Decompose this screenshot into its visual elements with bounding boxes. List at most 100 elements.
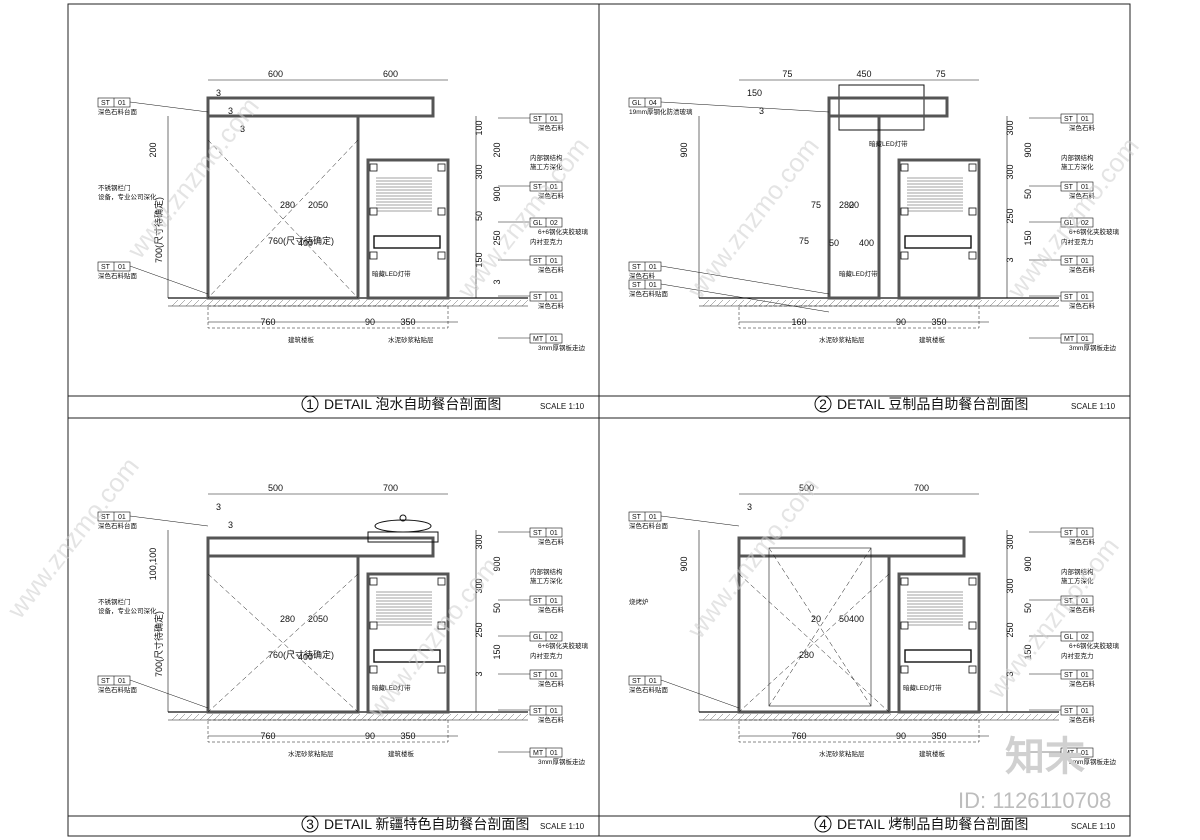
bottom-dimension-label: 350 [931,731,946,741]
top-dimension-label: 500 [268,483,283,493]
material-tag-number: 01 [550,598,558,605]
top-dimension-label: 600 [383,69,398,79]
floor-hatch [255,713,263,721]
floor-hatch [416,713,424,721]
floor-hatch [262,713,270,721]
floor-hatch [954,713,962,721]
bottom-dimension-label: 350 [400,731,415,741]
leader-line [660,679,740,709]
floor-hatch [297,713,305,721]
material-tag-number: 01 [649,282,657,289]
detail-number: 3 [306,816,314,832]
left-annotation: 设备，专业公司深化 [98,606,157,615]
steel-tube-section [900,251,909,260]
detail-number-circle [301,815,319,833]
right-dimension-label: 150 [1023,230,1033,245]
floor-hatch [996,713,1004,721]
floor-hatch [416,299,424,307]
floor-hatch [828,713,836,721]
right-dimension-label: 3 [474,671,484,676]
floor-hatch [716,299,724,307]
material-tag-note: 19mm厚钢化防渍玻璃 [629,107,693,116]
material-tag-note: 深色石料 [538,537,565,546]
brand-logo-text: 知末 [1005,734,1085,780]
floor-hatch [1038,713,1046,721]
floor-hatch [919,713,927,721]
floor-hatch [521,299,529,307]
material-tag-note: 3mm厚钢板走边 [538,757,585,766]
floor-hatch [737,713,745,721]
floor-hatch [751,713,759,721]
floor-hatch [856,299,864,307]
center-dimension-label: 20 [811,614,821,624]
floor-hatch [388,299,396,307]
floor-hatch [220,299,228,307]
floor-hatch [360,299,368,307]
material-tag-code: GL [533,634,542,641]
inner-annotation: 暗藏LED灯带 [372,683,411,692]
detail-number: 4 [819,816,827,832]
bottom-annotation: 建筑楼板 [919,749,946,758]
food-pan [373,235,441,249]
floor-hatch [227,299,235,307]
floor-hatch [458,299,466,307]
floor-hatch [234,299,242,307]
material-tag-code: ST [533,598,543,605]
counter-top [737,536,966,558]
center-dimension-label: 50 [839,614,849,624]
counter-top [206,96,435,118]
detail-scale: SCALE 1:10 [540,402,585,411]
detail-title: DETAIL 烤制品自助餐台剖面图 [837,816,1028,832]
floor-hatch [1052,713,1060,721]
floor-hatch [346,713,354,721]
center-dimension-label: 75 [811,200,821,210]
cabinet-cross-line [738,573,890,713]
steel-tube-section [437,577,446,586]
detail-title: DETAIL 豆制品自助餐台剖面图 [837,396,1028,412]
material-tag-number: 01 [550,336,558,343]
right-annotation: 内衬亚克力 [1061,651,1094,660]
right-annotation: 内衬亚克力 [1061,237,1094,246]
display-unit [897,158,981,300]
floor-hatch [856,713,864,721]
material-tag-note: 深色石料 [538,605,565,614]
floor-hatch [1038,299,1046,307]
material-tag-note: 6+6钢化夹胶玻璃 [1069,227,1120,236]
material-tag-note: 6+6钢化夹胶玻璃 [1069,641,1120,650]
right-dimension-label: 900 [1023,142,1033,157]
floor-hatch [989,299,997,307]
right-dimension-label: 50 [1023,603,1033,613]
oven-cross-line [768,547,872,707]
floor-hatch [269,713,277,721]
material-tag-code: ST [101,514,111,521]
floor-hatch [171,299,179,307]
floor-hatch [388,713,396,721]
floor-hatch [758,713,766,721]
floor-hatch [814,299,822,307]
material-tag-number: 01 [1081,672,1089,679]
floor-hatch [185,299,193,307]
material-tag-code: ST [533,184,543,191]
floor-hatch [954,299,962,307]
floor-hatch [933,299,941,307]
material-tag-number: 01 [118,100,126,107]
material-tag-code: GL [1064,220,1073,227]
floor-hatch [1052,299,1060,307]
floor-slab [207,305,449,329]
floor-hatch [807,713,815,721]
material-tag-note: 3mm厚钢板走边 [1069,757,1116,766]
material-tag-note: 3mm厚钢板走边 [1069,343,1116,352]
material-tag-number: 01 [550,530,558,537]
right-annotation: 内衬亚克力 [530,651,563,660]
material-tag-note: 深色石料 [1069,191,1096,200]
material-tag-number: 01 [649,514,657,521]
floor-hatch [716,713,724,721]
cabinet-cross-line [738,573,890,713]
